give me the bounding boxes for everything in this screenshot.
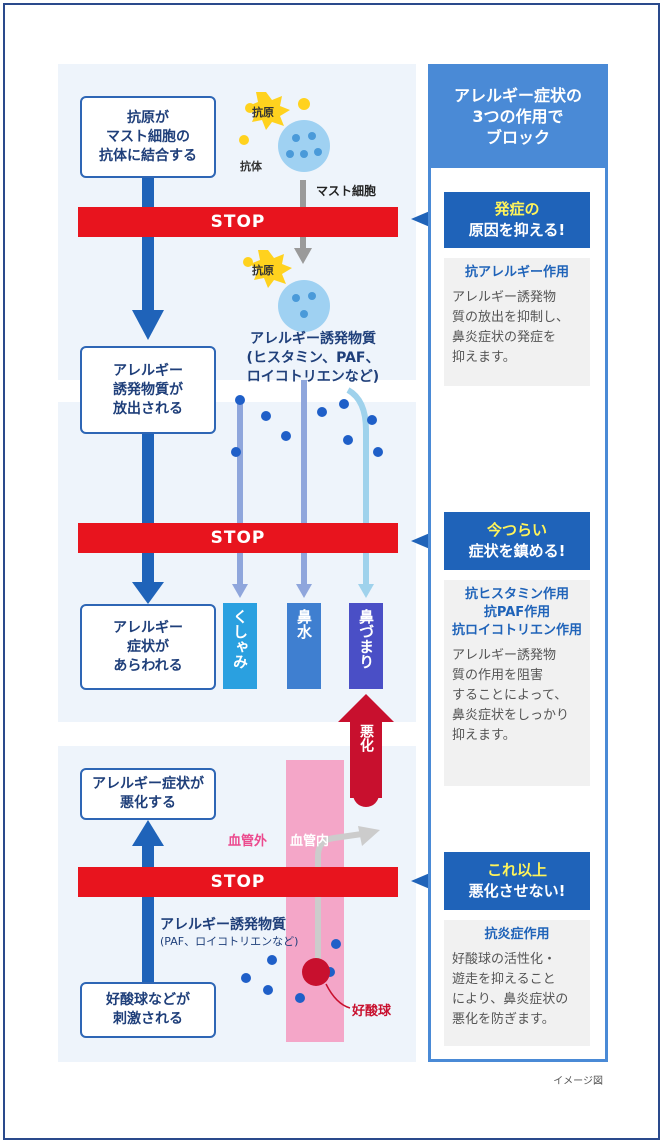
callout-1: 発症の原因を抑える!: [444, 192, 590, 248]
callout-2: 今つらい症状を鎮める!: [444, 512, 590, 570]
mediator: [373, 447, 383, 457]
mediator: [263, 985, 273, 995]
callout-3-highlight: これ以上: [486, 861, 547, 879]
antigen-star: [250, 250, 292, 288]
eosinophil-label: 好酸球: [352, 1004, 392, 1019]
action-2: 抗ヒスタミン作用 抗PAF作用 抗ロイコトリエン作用: [452, 587, 583, 638]
granule: [314, 148, 322, 156]
callout-1-text: 原因を抑える: [468, 221, 559, 239]
mediator: [295, 993, 305, 1003]
sneeze-arrowhead: [232, 584, 248, 598]
callout-3: これ以上悪化させない!: [444, 852, 590, 910]
callout-1-exclaim: !: [558, 221, 566, 239]
inside-vessel-label: 血管内: [290, 834, 330, 849]
eosinophil-path: [315, 831, 363, 960]
antigen-particle: [239, 135, 249, 145]
mediators2-title: アレルギー誘発物質: [160, 917, 286, 933]
granule: [286, 150, 294, 158]
antigen-label-2: 抗原: [252, 264, 274, 277]
eosinophil-activated: [353, 781, 379, 807]
granule: [300, 150, 308, 158]
antibody-label: 抗体: [240, 160, 262, 173]
image-caption: イメージ図: [553, 1076, 603, 1087]
callout-2-exclaim: !: [558, 542, 566, 560]
granule: [308, 292, 316, 300]
stop-bar-1: STOP: [78, 207, 398, 237]
mediators2-sub: (PAF、ロイコトリエンなど): [160, 935, 299, 948]
worsen-arrowhead: [338, 694, 394, 722]
eosinophil: [302, 958, 330, 986]
antigen-particle: [243, 257, 253, 267]
callout-1-highlight: 発症の: [494, 200, 540, 218]
flow-shaft-3: [142, 842, 154, 982]
figure-frame: [3, 3, 660, 1140]
flow-arrowhead-1: [132, 310, 164, 340]
mediators-label: アレルギー誘発物質 (ヒスタミン、PAF、 ロイコトリエンなど): [246, 331, 380, 385]
infobox-2: 抗ヒスタミン作用 抗PAF作用 抗ロイコトリエン作用 アレルギー誘発物 質の作用…: [444, 580, 590, 786]
mediator: [261, 411, 271, 421]
mast-cell-label: マスト細胞: [316, 184, 377, 198]
flow-shaft-2: [142, 434, 154, 584]
mediator: [281, 431, 291, 441]
stop-bar-3: STOP: [78, 867, 398, 897]
eosinophil-path-arrowhead: [358, 826, 380, 846]
action-3: 抗炎症作用: [484, 927, 550, 942]
step-eosinophil-stimulated: 好酸球などが 刺激される: [80, 982, 216, 1038]
flow-arrowhead-3: [132, 820, 164, 846]
infobox-1: 抗アレルギー作用 アレルギー誘発物 質の放出を抑制し、 鼻炎症状の発症を 抑えま…: [444, 258, 590, 386]
mediator: [231, 447, 241, 457]
flow-arrowhead-2: [132, 582, 164, 604]
step-mediator-release: アレルギー 誘発物質が 放出される: [80, 346, 216, 434]
mediator: [331, 939, 341, 949]
outside-vessel-label: 血管外: [228, 834, 268, 849]
stuffy-line: [346, 387, 369, 588]
mast-cell-activated: [278, 280, 330, 332]
mediator: [317, 407, 327, 417]
callout-2-text: 症状を鎮める: [468, 542, 559, 560]
desc-3: 好酸球の活性化・ 遊走を抑えること により、鼻炎症状の 悪化を防ぎます。: [452, 952, 569, 1027]
desc-1: アレルギー誘発物 質の放出を抑制し、 鼻炎症状の発症を 抑えます。: [452, 290, 570, 365]
symptom-runny-nose: 鼻水: [287, 603, 321, 689]
step-symptoms-worsen: アレルギー症状が 悪化する: [80, 768, 216, 820]
step-antigen-binding: 抗原が マスト細胞の 抗体に結合する: [80, 96, 216, 178]
worsen-label: 悪化: [358, 724, 374, 752]
callout-2-highlight: 今つらい: [486, 521, 547, 539]
flow-shaft-1: [142, 178, 154, 310]
mediator: [267, 955, 277, 965]
granule: [292, 294, 300, 302]
step-symptoms-appear: アレルギー 症状が あらわれる: [80, 604, 216, 690]
mediator: [235, 395, 245, 405]
mediator: [343, 435, 353, 445]
mast-cell: [278, 120, 330, 172]
granule: [292, 134, 300, 142]
mediator: [339, 399, 349, 409]
mast-cell-arrowhead: [294, 248, 312, 264]
symptom-sneeze: くしゃみ: [223, 603, 257, 689]
callout-3-exclaim: !: [558, 882, 566, 900]
action-1: 抗アレルギー作用: [464, 265, 569, 280]
antigen-star: [248, 92, 290, 130]
stuffy-arrowhead: [358, 584, 374, 598]
infobox-3: 抗炎症作用 好酸球の活性化・ 遊走を抑えること により、鼻炎症状の 悪化を防ぎま…: [444, 920, 590, 1046]
stop-bar-2: STOP: [78, 523, 398, 553]
callout-3-text: 悪化させない: [468, 882, 559, 900]
granule: [300, 310, 308, 318]
antigen-label: 抗原: [252, 106, 274, 119]
desc-2: アレルギー誘発物 質の作用を阻害 することによって、 鼻炎症状をしっかり 抑えま…: [452, 648, 570, 743]
eosinophil-leader: [325, 983, 351, 1009]
antigen-particle: [298, 98, 310, 110]
mediator: [241, 973, 251, 983]
mediator: [367, 415, 377, 425]
runny-arrowhead: [296, 584, 312, 598]
mediator-stars: [231, 395, 383, 1003]
sidebar-header: アレルギー症状の 3つの作用で ブロック: [428, 64, 608, 168]
symptom-stuffy-nose: 鼻づまり: [349, 603, 383, 689]
granule: [308, 132, 316, 140]
